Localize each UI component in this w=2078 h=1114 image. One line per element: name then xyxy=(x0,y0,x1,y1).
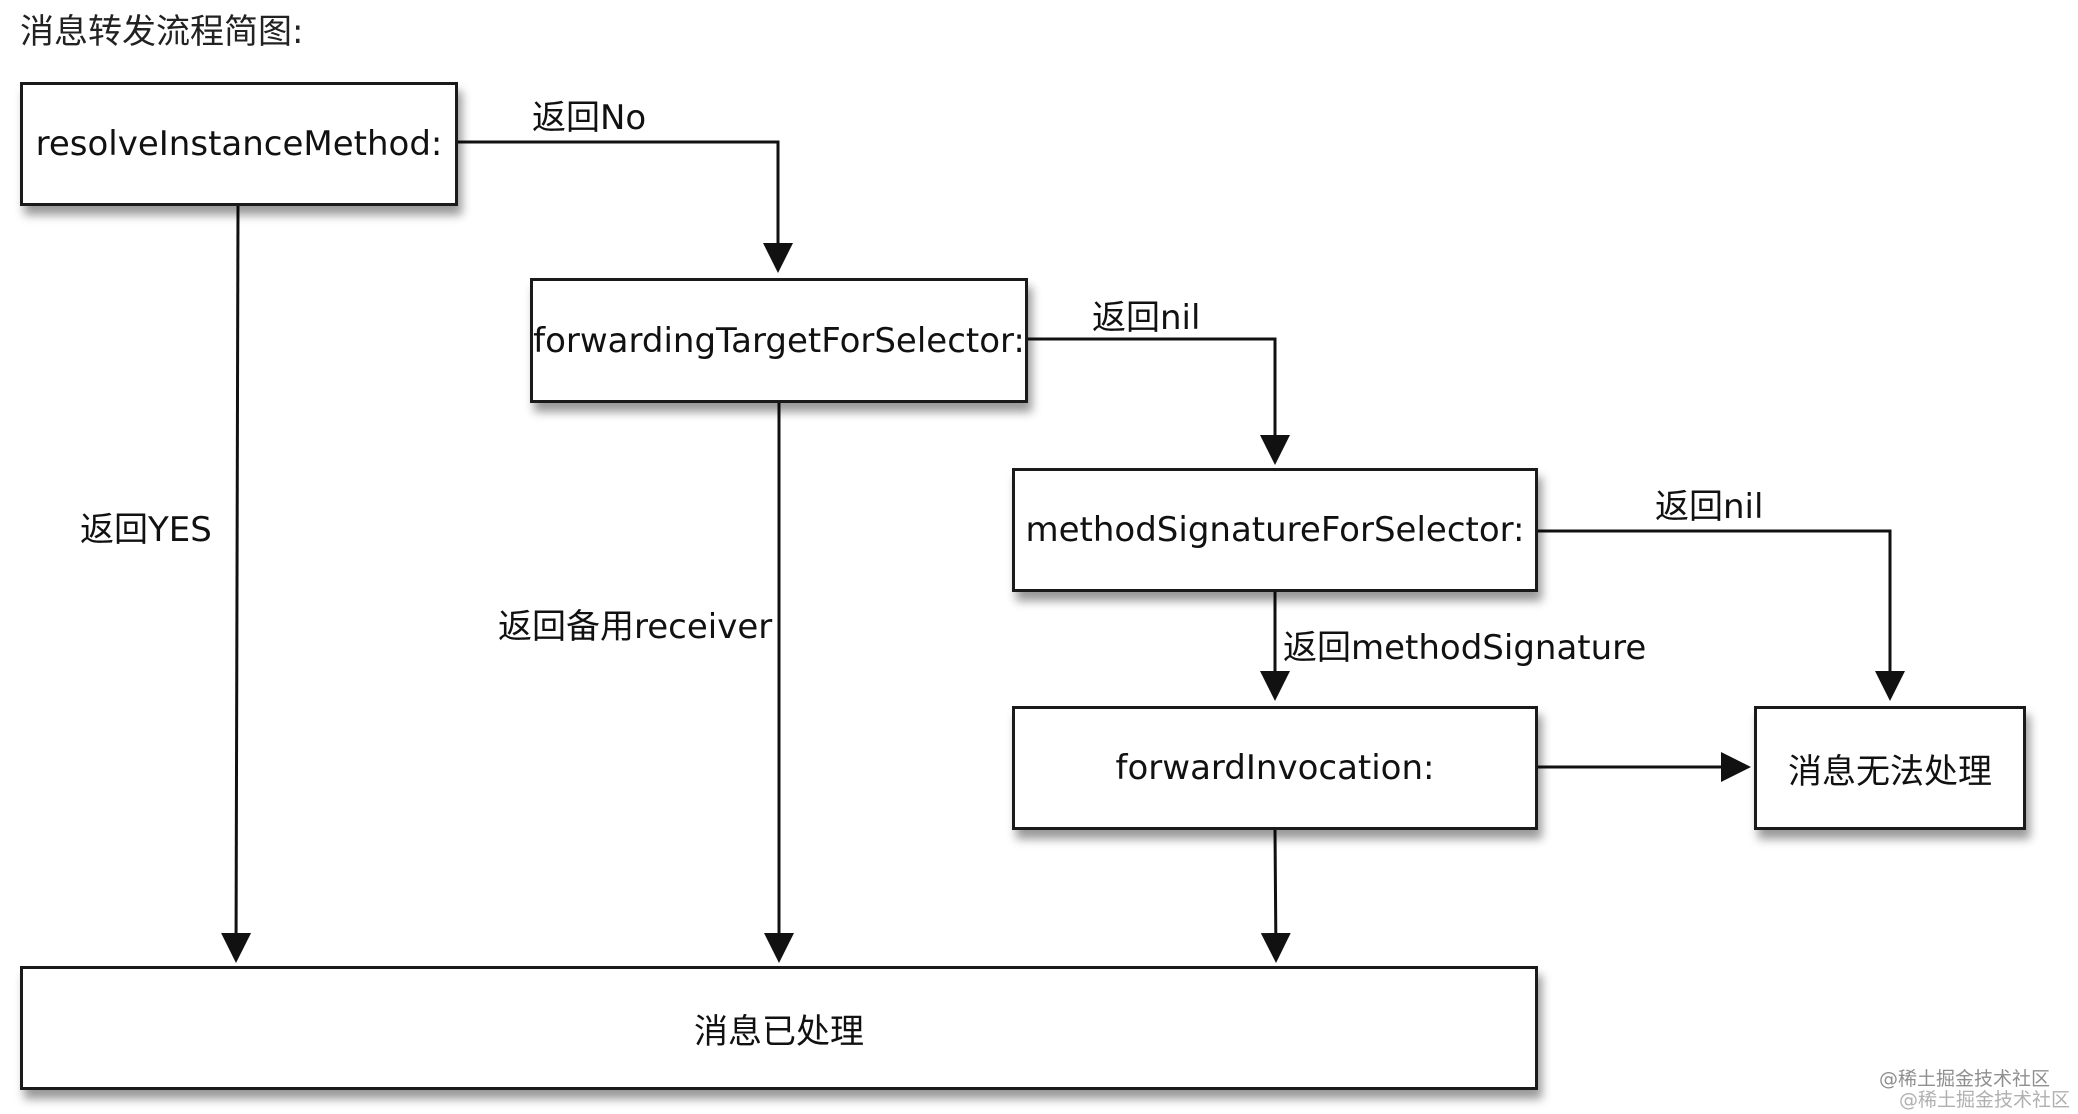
node-resolve-instance-method: resolveInstanceMethod: xyxy=(20,82,458,206)
node-label: methodSignatureForSelector: xyxy=(1025,510,1525,550)
node-method-signature-for-selector: methodSignatureForSelector: xyxy=(1012,468,1538,592)
label-forwarding-returns-nil: 返回nil xyxy=(1092,298,1201,338)
node-forward-invocation: forwardInvocation: xyxy=(1012,706,1538,830)
watermark-line-1: @稀土掘金技术社区 xyxy=(1878,1068,2050,1090)
edge-signature-to-unhandled xyxy=(1538,529,1905,701)
label-resolve-returns-no: 返回No xyxy=(532,98,647,138)
label-resolve-returns-yes: 返回YES xyxy=(80,510,212,550)
node-message-handled: 消息已处理 xyxy=(20,966,1538,1090)
node-forwarding-target-for-selector: forwardingTargetForSelector: xyxy=(530,278,1028,403)
node-label: 消息无法处理 xyxy=(1788,751,1992,792)
edge-resolve-to-forwarding xyxy=(458,140,793,273)
edge-resolve-to-handled xyxy=(221,205,252,963)
node-label: resolveInstanceMethod: xyxy=(35,124,443,164)
edge-invocation-to-handled xyxy=(1260,829,1291,963)
node-message-unhandled: 消息无法处理 xyxy=(1754,706,2026,830)
label-signature-returns-method-signature: 返回methodSignature xyxy=(1283,628,1647,668)
node-label: forwardInvocation: xyxy=(1115,748,1435,788)
edge-forwarding-to-signature xyxy=(1028,337,1290,465)
node-label: 消息已处理 xyxy=(694,1011,864,1052)
diagram-title: 消息转发流程简图: xyxy=(20,12,304,52)
label-forwarding-returns-backup-receiver: 返回备用receiver xyxy=(498,607,773,647)
watermark-line-2: @稀土掘金技术社区 xyxy=(1898,1089,2070,1111)
label-signature-returns-nil: 返回nil xyxy=(1655,487,1764,527)
node-label: forwardingTargetForSelector: xyxy=(533,320,1025,361)
